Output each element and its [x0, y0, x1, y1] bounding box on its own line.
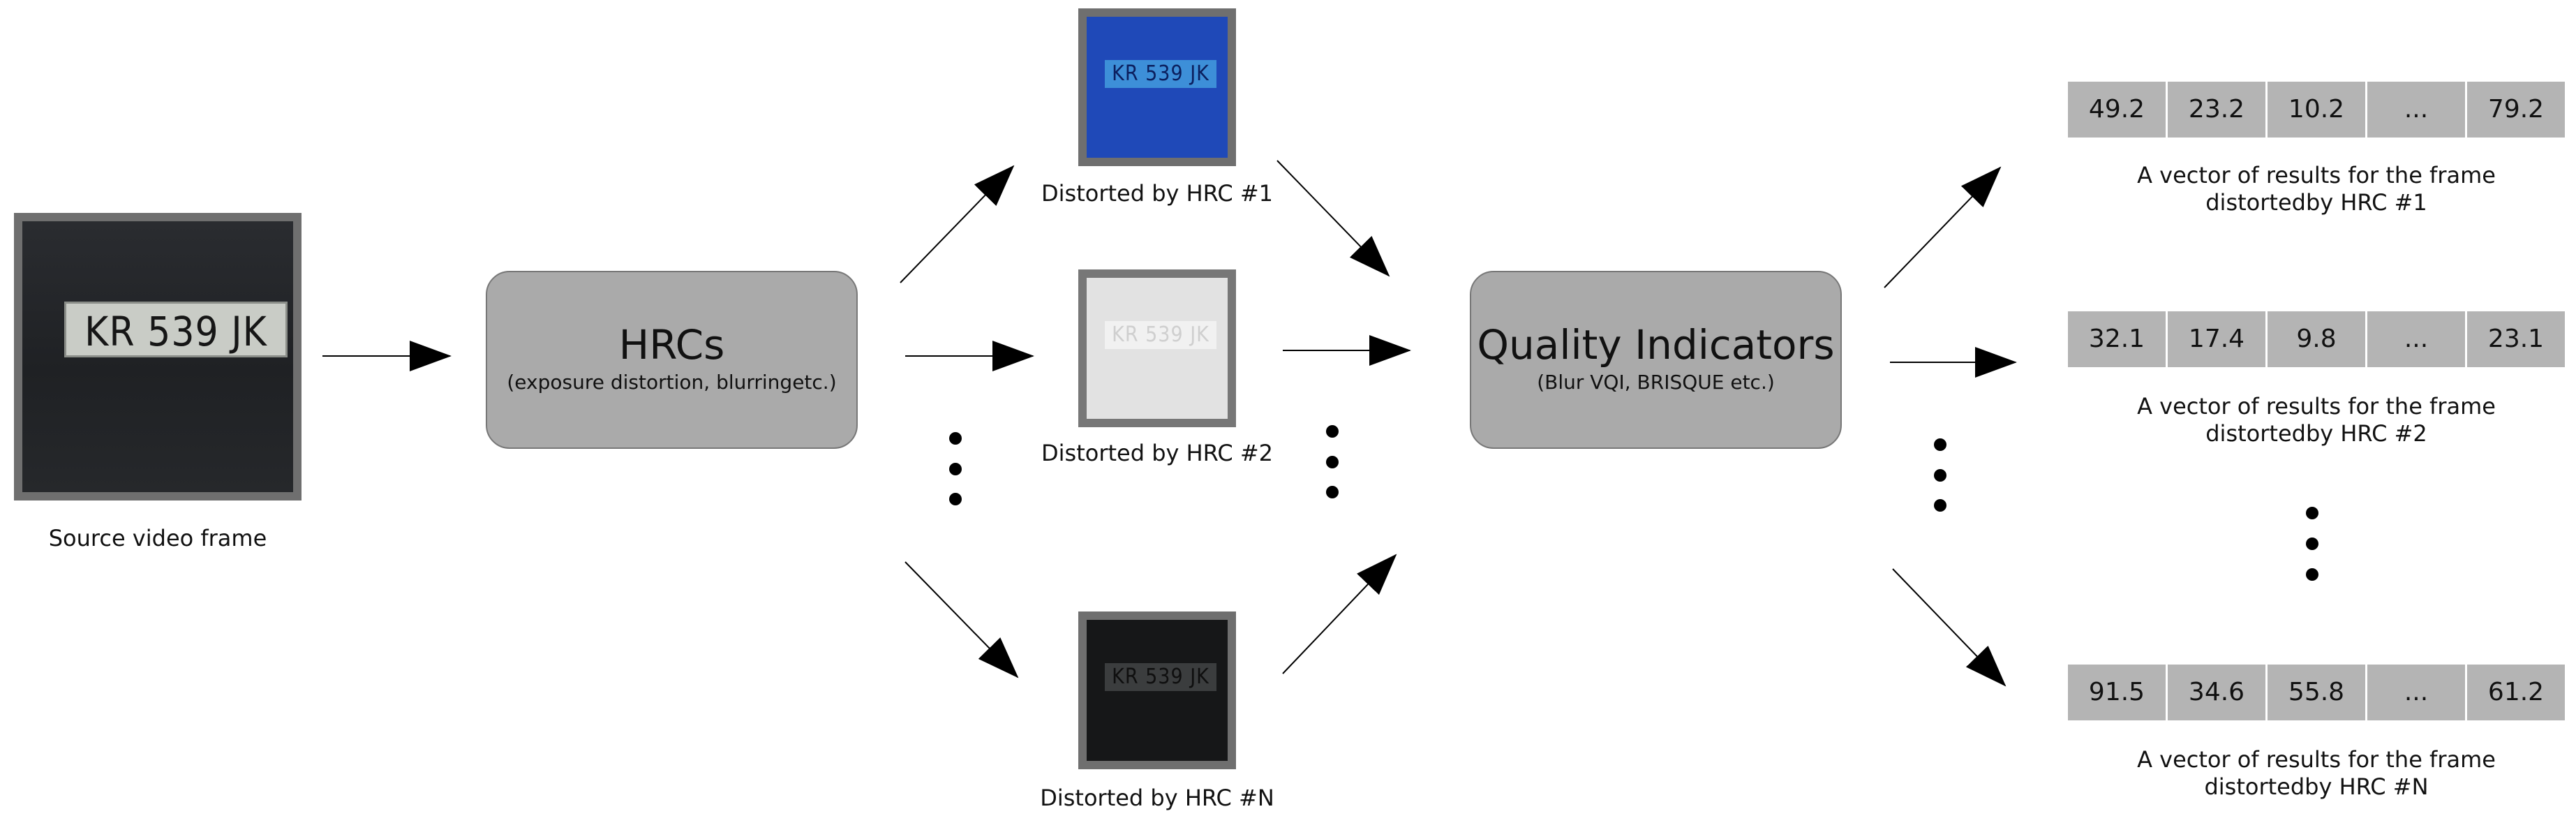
- qi-title: Quality Indicators: [1477, 321, 1835, 369]
- hrcs-subtitle: (exposure distortion, blurringetc.): [507, 371, 837, 394]
- ellipsis-dot: [2306, 507, 2318, 519]
- result-2-cell-5: 23.1: [2467, 311, 2565, 367]
- distorted-frame-2-image: KR 539 JK: [1078, 269, 1236, 427]
- result-1-cell-4: ...: [2367, 82, 2465, 138]
- result-2-cell-3: 9.8: [2268, 311, 2365, 367]
- ellipsis-dot: [949, 463, 962, 475]
- result-vector-1: 49.2 23.2 10.2 ... 79.2: [2068, 82, 2565, 138]
- distorted-plate-text-1: KR 539 JK: [1105, 60, 1216, 88]
- distorted-plate-text-2: KR 539 JK: [1105, 321, 1216, 349]
- arrow-d1-to-qi: [1276, 160, 1390, 277]
- result-caption-1-line-2: distortedby HRC #1: [2205, 189, 2427, 216]
- distorted-frame-n-image: KR 539 JK: [1078, 611, 1236, 769]
- result-n-cell-4: ...: [2367, 665, 2465, 720]
- result-n-cell-5: 61.2: [2467, 665, 2565, 720]
- result-n-cell-3: 55.8: [2268, 665, 2365, 720]
- ellipsis-dot: [949, 432, 962, 445]
- ellipsis-dot: [2306, 537, 2318, 550]
- distorted-frame-1-image: KR 539 JK: [1078, 8, 1236, 166]
- result-caption-2-line-2: distortedby HRC #2: [2205, 420, 2427, 447]
- result-1-cell-2: 23.2: [2168, 82, 2265, 138]
- source-caption: Source video frame: [48, 525, 267, 551]
- distorted-caption-n: Distorted by HRC #N: [1040, 785, 1274, 811]
- arrow-dn-to-qi: [1282, 554, 1397, 674]
- ellipsis-dot: [1934, 438, 1946, 451]
- result-caption-2-line-1: A vector of results for the frame: [2137, 393, 2496, 420]
- result-n-cell-1: 91.5: [2068, 665, 2166, 720]
- ellipsis-dot: [1934, 499, 1946, 512]
- result-caption-n-line-1: A vector of results for the frame: [2137, 746, 2496, 773]
- result-vector-n: 91.5 34.6 55.8 ... 61.2: [2068, 665, 2565, 720]
- result-2-cell-2: 17.4: [2168, 311, 2265, 367]
- arrow-qi-to-rn: [1892, 568, 2007, 687]
- result-2-cell-1: 32.1: [2068, 311, 2166, 367]
- result-1-cell-3: 10.2: [2268, 82, 2365, 138]
- ellipsis-dot: [2306, 568, 2318, 581]
- result-caption-n-line-2: distortedby HRC #N: [2204, 773, 2429, 800]
- result-n-cell-2: 34.6: [2168, 665, 2265, 720]
- hrcs-title: HRCs: [618, 321, 725, 369]
- distorted-caption-2: Distorted by HRC #2: [1041, 440, 1273, 466]
- source-frame-image: KR 539 JK: [14, 213, 301, 501]
- ellipsis-dot: [1326, 425, 1339, 438]
- result-1-cell-1: 49.2: [2068, 82, 2166, 138]
- hrcs-node: HRCs (exposure distortion, blurringetc.): [486, 271, 858, 449]
- ellipsis-dot: [1934, 469, 1946, 482]
- qi-subtitle: (Blur VQI, BRISQUE etc.): [1537, 371, 1775, 394]
- result-1-cell-5: 79.2: [2467, 82, 2565, 138]
- quality-indicators-node: Quality Indicators (Blur VQI, BRISQUE et…: [1470, 271, 1842, 449]
- ellipsis-dot: [1326, 456, 1339, 468]
- distorted-caption-1: Distorted by HRC #1: [1041, 180, 1273, 207]
- distorted-plate-text-n: KR 539 JK: [1105, 663, 1216, 691]
- result-2-cell-4: ...: [2367, 311, 2465, 367]
- ellipsis-dot: [949, 493, 962, 505]
- arrow-hrcs-to-d1: [900, 165, 1015, 283]
- result-vector-2: 32.1 17.4 9.8 ... 23.1: [2068, 311, 2565, 367]
- result-caption-1-line-1: A vector of results for the frame: [2137, 162, 2496, 188]
- source-plate-text: KR 539 JK: [64, 302, 288, 357]
- ellipsis-dot: [1326, 486, 1339, 498]
- arrow-qi-to-r1: [1884, 166, 2002, 288]
- arrow-hrcs-to-dn: [904, 561, 1019, 679]
